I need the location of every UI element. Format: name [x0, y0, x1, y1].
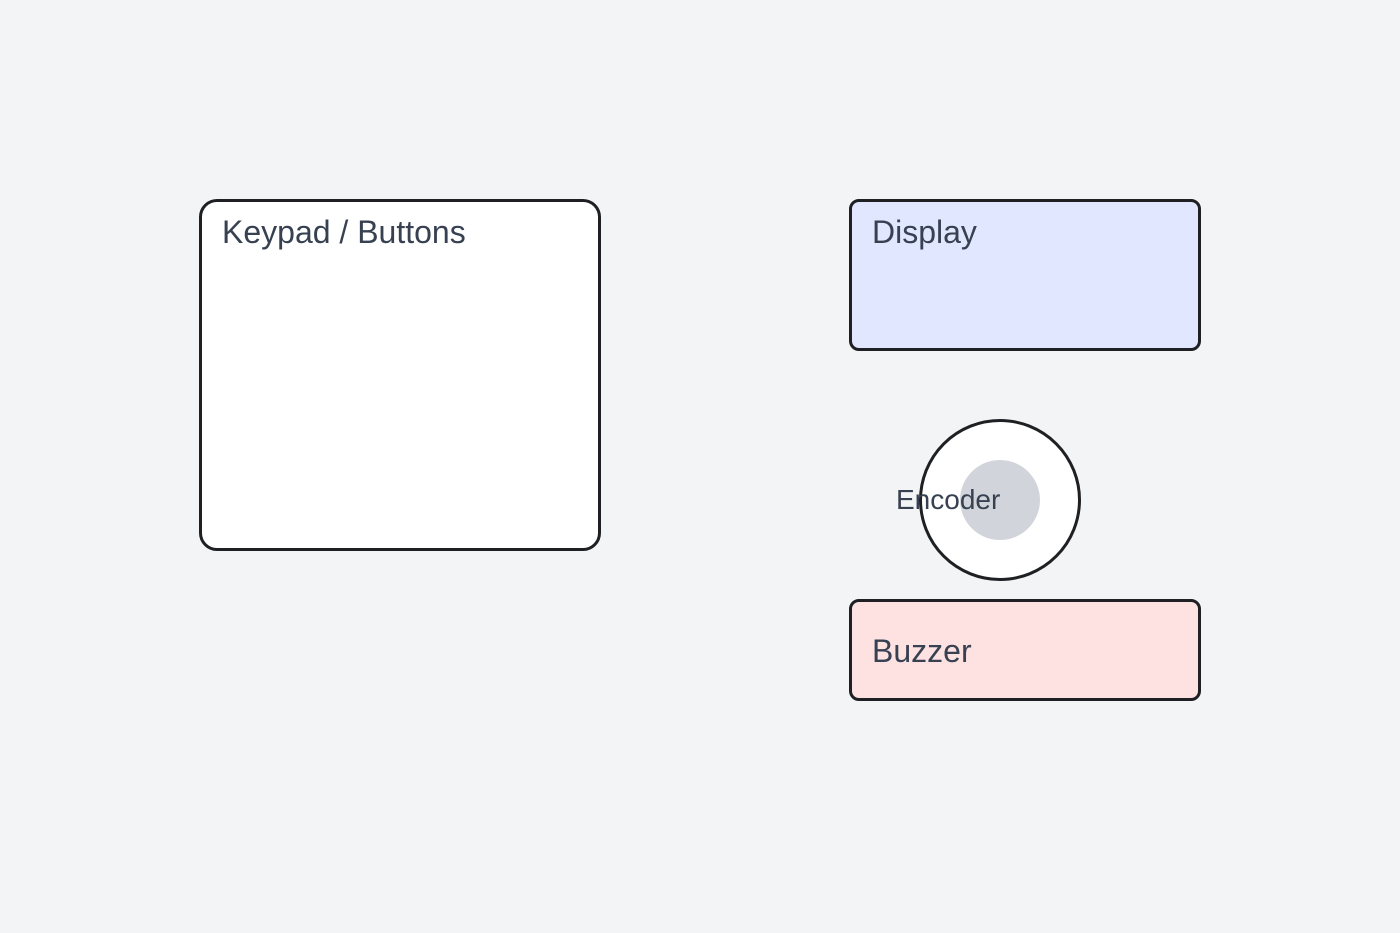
encoder-label: Encoder: [896, 484, 1001, 515]
keypad-buttons-label: Keypad / Buttons: [222, 214, 466, 250]
encoder-dial: [919, 419, 1081, 581]
buzzer-label: Buzzer: [872, 633, 972, 669]
buzzer-block: Buzzer: [849, 599, 1201, 701]
display-block: Display: [849, 199, 1201, 351]
display-label: Display: [872, 214, 977, 250]
keypad-buttons-block: Keypad / Buttons: [199, 199, 601, 551]
encoder-knob: [960, 460, 1040, 540]
